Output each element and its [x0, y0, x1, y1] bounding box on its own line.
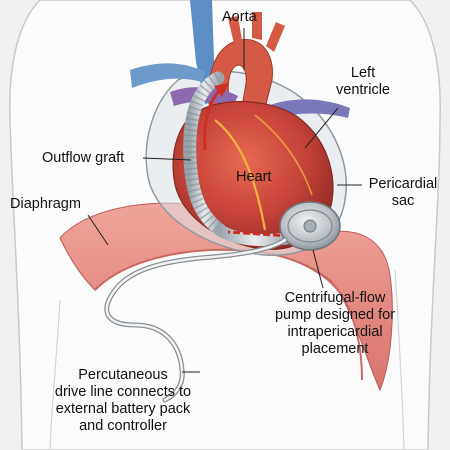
- label-outflow-graft: Outflow graft: [42, 150, 124, 167]
- label-left-ventricle: Left ventricle: [322, 65, 404, 99]
- label-pericardial-sac-line: Pericardial: [360, 176, 446, 193]
- label-drive-line-line: external battery pack: [28, 401, 218, 418]
- label-pump-line: intrapericardial: [252, 324, 418, 341]
- label-diaphragm: Diaphragm: [10, 196, 81, 213]
- label-pericardial-sac: Pericardial sac: [360, 176, 446, 210]
- label-drive-line: Percutaneous drive line connects to exte…: [28, 367, 218, 435]
- label-heart: Heart: [236, 169, 271, 186]
- label-left-ventricle-line: ventricle: [322, 82, 404, 99]
- label-pump-line: pump designed for: [252, 307, 418, 324]
- label-left-ventricle-line: Left: [322, 65, 404, 82]
- label-pump-line: Centrifugal-flow: [252, 290, 418, 307]
- label-drive-line-line: and controller: [28, 418, 218, 435]
- label-pericardial-sac-line: sac: [360, 193, 446, 210]
- label-drive-line-line: Percutaneous: [28, 367, 218, 384]
- pump-hub: [304, 220, 316, 232]
- label-pump-line: placement: [252, 341, 418, 358]
- label-aorta: Aorta: [222, 9, 257, 26]
- label-drive-line-line: drive line connects to: [28, 384, 218, 401]
- label-pump: Centrifugal-flow pump designed for intra…: [252, 290, 418, 358]
